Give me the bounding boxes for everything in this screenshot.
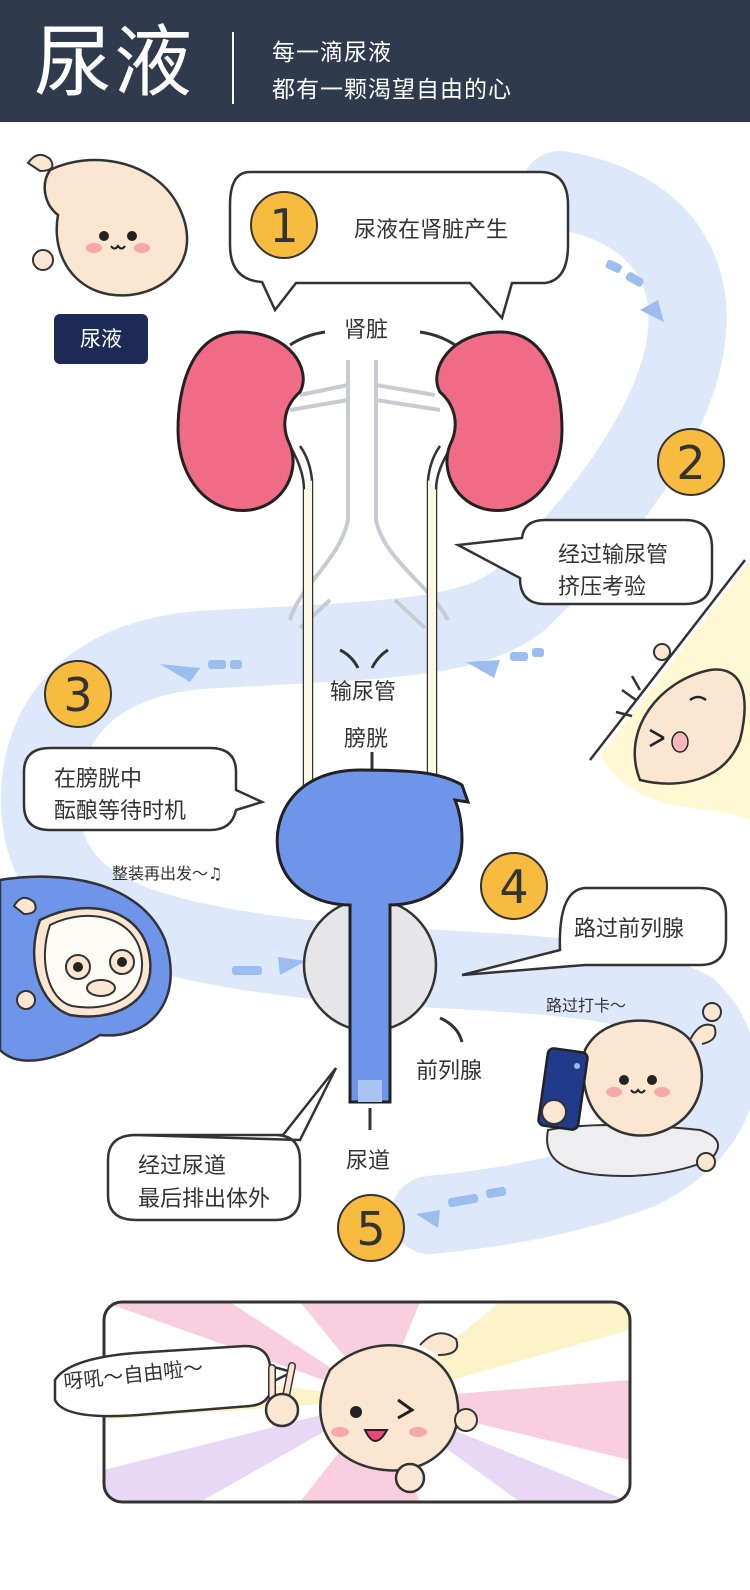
step-1-text: 尿液在肾脏产生 xyxy=(354,218,509,243)
bladder-label: 膀胱 xyxy=(344,727,389,752)
prostate-label: 前列腺 xyxy=(416,1059,483,1084)
droplet-character-phone xyxy=(537,1002,722,1177)
speech-bubble-step1 xyxy=(228,170,570,321)
regroup-caption: 整装再出发～♫ xyxy=(112,864,223,883)
blood-vessels xyxy=(288,360,450,630)
header-subtitle-line2: 都有一颗渴望自由的心 xyxy=(272,77,512,103)
step-2-text-line1: 经过输尿管 xyxy=(558,543,669,568)
droplet-character-mask xyxy=(0,875,172,1062)
step-5-text-line1: 经过尿道 xyxy=(138,1154,227,1179)
ureter-tubes xyxy=(288,445,454,790)
header-divider xyxy=(232,32,234,104)
droplet-character-squeezed xyxy=(589,559,750,820)
urine-badge: 尿液 xyxy=(54,314,148,364)
speech-bubble-freedom xyxy=(53,1344,296,1418)
step-2-circle: 2 xyxy=(657,428,725,496)
step-5-text-line2: 最后排出体外 xyxy=(138,1187,271,1212)
kidney-left xyxy=(176,330,305,512)
step-3-text-line1: 在膀胱中 xyxy=(54,767,143,792)
step-3-text-line2: 酝酿等待时机 xyxy=(54,799,187,824)
droplet-character-topleft xyxy=(26,153,189,297)
speech-bubble-step4 xyxy=(461,886,728,977)
header-subtitle-line1: 每一滴尿液 xyxy=(272,40,392,66)
speech-bubble-step5 xyxy=(106,1067,338,1222)
checkin-caption: 路过打卡～ xyxy=(546,996,627,1015)
step-2-text-line2: 挤压考验 xyxy=(558,575,647,600)
step-4-circle: 4 xyxy=(480,852,548,920)
header-banner: 尿液 每一滴尿液 都有一颗渴望自由的心 xyxy=(0,0,750,122)
speech-bubble-step2 xyxy=(453,518,714,606)
step-4-text: 路过前列腺 xyxy=(574,917,685,942)
ureter-label: 输尿管 xyxy=(330,680,397,705)
celebration-panel xyxy=(53,1300,632,1504)
urethra-label: 尿道 xyxy=(346,1149,391,1174)
kidney-right xyxy=(435,330,564,512)
page-title: 尿液 xyxy=(34,18,195,108)
bladder xyxy=(275,768,471,1104)
step-5-circle: 5 xyxy=(337,1194,405,1262)
kidney-label: 肾脏 xyxy=(344,318,389,343)
speech-bubble-step3 xyxy=(22,746,266,832)
step-1-circle: 1 xyxy=(250,191,318,259)
step-3-circle: 3 xyxy=(44,660,112,728)
